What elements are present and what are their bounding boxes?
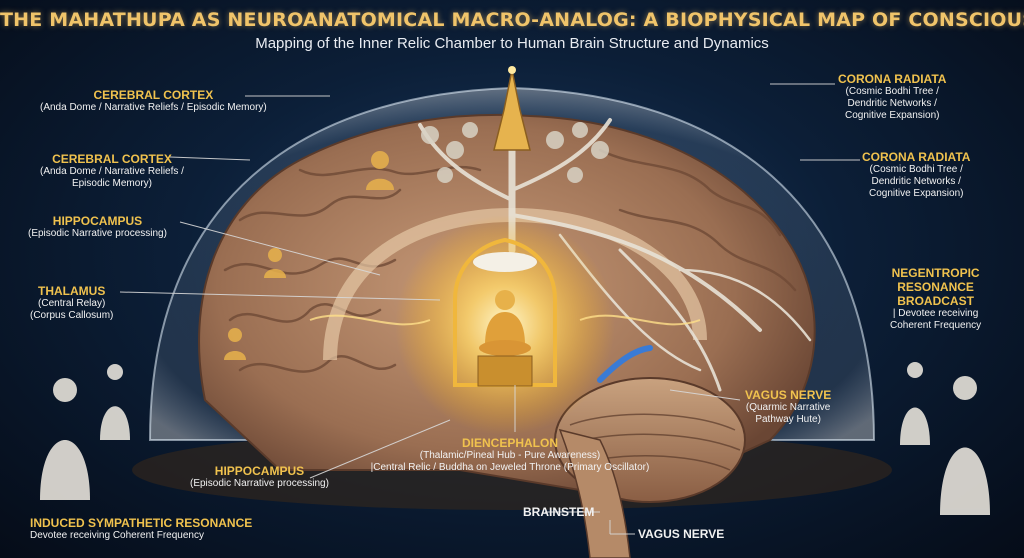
label-brainstem: BRAINSTEM [523,505,594,519]
label-head: BRAINSTEM [523,505,595,519]
label-line: (Central Relay) [38,298,106,309]
parasol [473,252,537,272]
label-line: Episodic Memory) [71,178,152,189]
label-vagus-nerve-1: VAGUS NERVE (Quarmic Narrative Pathway H… [745,388,831,426]
label-corona-radiata-2: CORONA RADIATA (Cosmic Bodhi Tree / Dend… [862,150,970,200]
leader-lines [119,83,860,535]
label-line: Pathway Hute) [755,414,821,425]
label-line: (Anda Dome / Narrative Reliefs / [40,166,184,177]
stupa-spire [493,69,531,151]
label-head: VAGUS NERVE [745,388,832,402]
label-head: CEREBRAL CORTEX [52,152,172,166]
label-corona-radiata-1: CORONA RADIATA (Cosmic Bodhi Tree / Dend… [838,72,946,122]
cortex-folds [223,148,797,373]
label-line: (Anda Dome / Narrative Reliefs / Episodi… [40,102,267,113]
label-head: DIENCEPHALON [461,436,558,450]
label-line: Dendritic Networks / [847,98,937,109]
relief-figures [224,151,394,360]
label-head: CORONA RADIATA [838,72,947,86]
label-induced-resonance: INDUCED SYMPATHETIC RESONANCE Devotee re… [30,516,252,542]
vagus-nerve-shape [597,345,653,383]
label-head: NEGENTROPIC [891,266,980,280]
label-head: BROADCAST [897,294,974,308]
label-line: (Thalamic/Pineal Hub - Pure Awareness) [419,450,601,461]
label-line: (Episodic Narrative processing) [190,478,329,489]
label-line: (Cosmic Bodhi Tree / [845,86,939,97]
shrine-arch [453,237,557,387]
devotee-left [40,364,130,500]
label-cerebral-cortex-2: CEREBRAL CORTEX (Anda Dome / Narrative R… [40,152,184,190]
label-head: VAGUS NERVE [638,527,725,541]
label-line: Cognitive Expansion) [844,110,940,121]
page-subtitle: Mapping of the Inner Relic Chamber to Hu… [255,35,769,52]
label-cerebral-cortex-1: CEREBRAL CORTEX (Anda Dome / Narrative R… [40,88,267,114]
label-line: Cognitive Expansion) [868,188,964,199]
label-head: CORONA RADIATA [862,150,971,164]
label-negentropic: NEGENTROPIC RESONANCE BROADCAST | Devote… [890,266,981,332]
brainstem-shape [558,428,631,558]
label-line: | Devotee receiving [892,308,979,319]
buddha-figure [479,290,531,356]
resonance-waves [309,314,701,326]
label-head: HIPPOCAMPUS [214,464,305,478]
devotee-right [900,362,990,515]
label-hippocampus-2: HIPPOCAMPUS (Episodic Narrative processi… [190,464,329,490]
label-diencephalon: DIENCEPHALON (Thalamic/Pineal Hub - Pure… [340,436,680,474]
label-line: (Cosmic Bodhi Tree / [869,164,963,175]
label-line: Coherent Frequency [890,320,982,331]
label-head: HIPPOCAMPUS [52,214,143,228]
page-title: THE MAHATHUPA AS NEUROANATOMICAL MACRO-A… [0,9,1024,31]
label-vagus-nerve-2: VAGUS NERVE [638,527,724,541]
label-thalamus: THALAMUS (Central Relay) (Corpus Callosu… [30,284,113,322]
tree-leaves [421,122,609,183]
label-hippocampus-1: HIPPOCAMPUS (Episodic Narrative processi… [28,214,167,240]
label-line: (Episodic Narrative processing) [28,228,167,239]
label-head: RESONANCE [897,280,974,294]
label-head: CEREBRAL CORTEX [93,88,214,102]
label-head: INDUCED SYMPATHETIC RESONANCE [30,516,253,530]
label-line: (Quarmic Narrative [745,402,831,413]
label-line: Devotee receiving Coherent Frequency [30,530,204,541]
label-line: Dendritic Networks / [871,176,961,187]
label-line: (Corpus Callosum) [30,310,114,321]
label-line: |Central Relic / Buddha on Jeweled Thron… [370,462,650,473]
label-head: THALAMUS [38,284,106,298]
jeweled-throne [477,355,533,387]
